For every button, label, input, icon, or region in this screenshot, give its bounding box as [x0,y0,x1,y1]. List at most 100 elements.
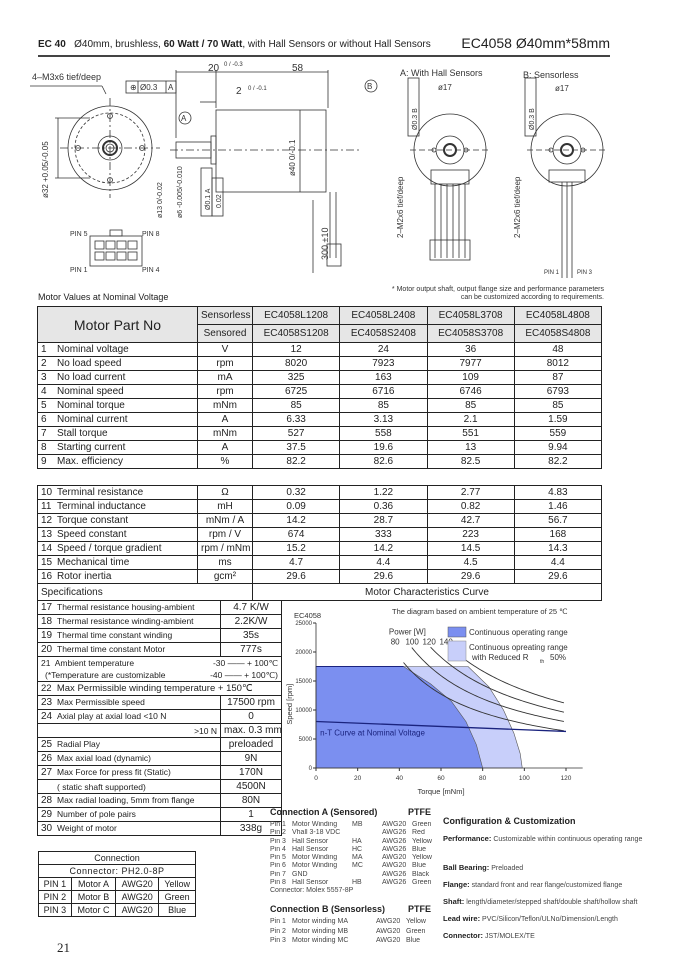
spec-number: 22 [41,683,52,694]
legend-swatch-continuous [447,626,467,638]
connection-cell: Green [158,890,196,904]
row-unit: mA [197,370,253,385]
row-label-text: Speed / torque gradient [57,543,162,554]
spec-number: 27 [41,767,53,778]
row-number: 3 [41,372,47,383]
spec-value: preloaded [220,737,282,752]
row-unit: gcm² [197,569,253,584]
spec-row: 21 Ambient temperature-30 —— + 100℃(*Tem… [37,656,282,682]
dim-20-tol: 0 / -0.3 [224,62,243,68]
datum-a-ref: A [168,83,174,92]
thread-rear-b: 2–M2x6 tief/deep [513,176,522,238]
row-label-text: Rotor inertia [57,571,112,582]
pin-field: Blue [412,845,427,853]
row-value: 19.6 [339,440,428,455]
pin-field: Green [412,821,432,828]
connection-cell: Motor C [70,903,117,917]
row-value: 56.7 [513,513,603,528]
x-tick-label: 100 [519,775,530,782]
pin-field: Hall Sensor [292,837,329,845]
row-value: 8012 [513,356,603,371]
row-number: 7 [41,428,47,439]
pin-field: Blue [412,862,427,870]
row-unit: Ω [197,485,253,500]
pin8-label: PIN 8 [142,231,160,238]
pin-field: AWG26 [382,879,407,887]
pin-field: Green [406,927,426,935]
connection-a-material: PTFE [408,807,432,817]
spec-value: 777s [220,642,282,657]
row-value: 85 [513,398,603,413]
pin-field: Pin 7 [270,870,286,878]
row-unit: % [197,454,253,469]
row-label-text: Mechanical time [57,557,130,568]
row-value: 42.7 [426,513,515,528]
y-tick-label: 5000 [299,737,313,743]
connection-cell: AWG20 [115,903,160,917]
row-unit: V [197,342,253,357]
pin-field: Pin 2 [270,927,286,935]
pin-field: Black [412,870,430,878]
row-number: 12 [41,515,53,526]
part-number-sensored: EC4058S3708 [426,324,515,343]
row-value: 3.13 [339,412,428,427]
runout-tol: 0.02 [216,194,223,208]
dim-58: 58 [292,63,304,74]
row-unit: mNm [197,398,253,413]
x-tick-label: 20 [354,775,362,782]
config-item: Lead wire: PVC/Silicon/Teflon/ULNo/Dimen… [443,914,642,923]
config-title: Configuration & Customization [443,816,576,826]
connection-cell: PIN 2 [38,890,72,904]
datum-b: B [367,82,372,91]
pin-field: Red [412,829,425,837]
config-value: standard front and rear flange/customize… [471,882,623,889]
pin-field [352,829,382,837]
nt-curve [315,720,567,733]
row-value: 24 [339,342,428,357]
spec-value: 338g [220,821,282,836]
pin-field: Pin 5 [270,854,286,862]
config-value: Customizable within continuous operating… [493,836,643,843]
spec-label: >10 N [194,725,217,736]
pin-field: Green [412,879,432,887]
row-number: 6 [41,414,47,425]
spec-value: 2.2K/W [220,614,282,629]
row-value: 551 [426,426,515,441]
config-item: Ball Bearing: Preloaded [443,863,642,872]
dim-17-b: ø17 [555,84,569,93]
x-tick-label: 0 [314,775,318,782]
row-value: 0.32 [251,485,341,500]
connection-table-title: Connection [38,851,196,865]
spec-value: 80N [220,793,282,808]
row-value: 4.4 [513,555,603,570]
spec-number: 21 [41,658,51,668]
row-value: 109 [426,370,515,385]
